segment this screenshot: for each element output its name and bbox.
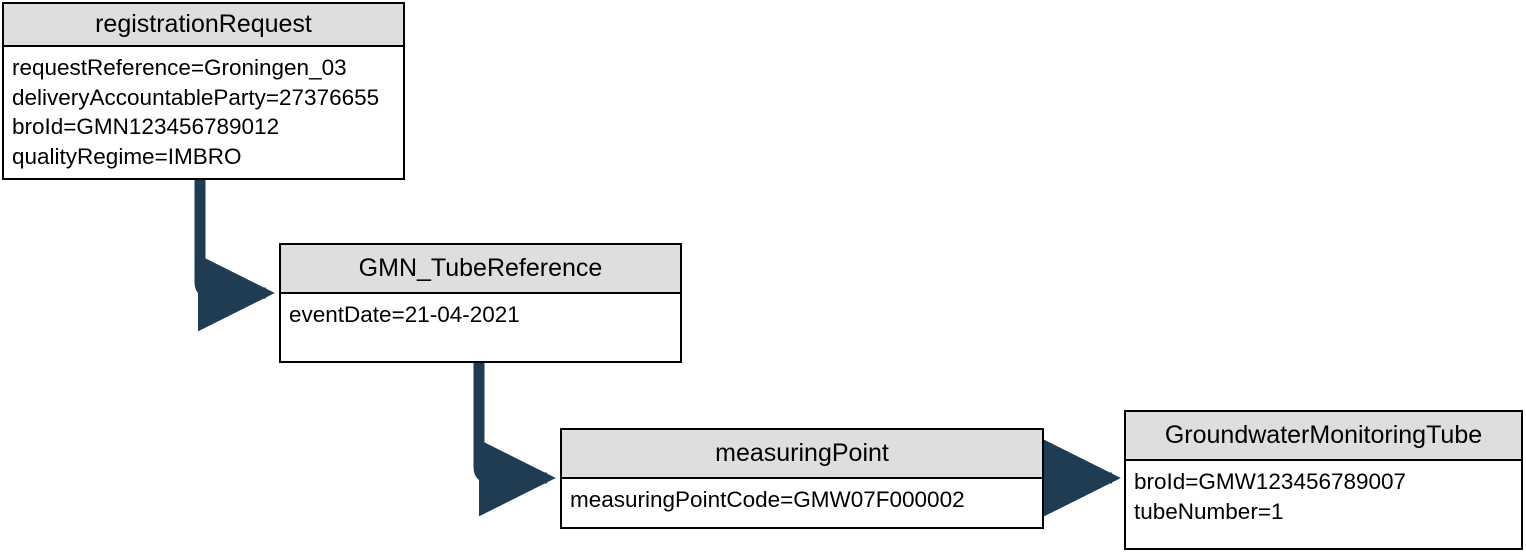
- attribute-row: deliveryAccountableParty=27376655: [12, 84, 380, 110]
- node-measuring-point[interactable]: measuringPoint measuringPointCode=GMW07F…: [560, 428, 1044, 529]
- node-groundwater-monitoring-tube-title: GroundwaterMonitoringTube: [1126, 412, 1521, 461]
- attribute-row: qualityRegime=IMBRO: [12, 144, 242, 170]
- connector-registrationrequest-to-gmn-tubereference: [194, 180, 275, 332]
- node-registration-request-attributes: requestReference=Groningen_03 deliveryAc…: [4, 47, 403, 178]
- node-registration-request-title: registrationRequest: [4, 4, 403, 47]
- node-groundwater-monitoring-tube-attributes: broId=GMW123456789007 tubeNumber=1: [1126, 461, 1521, 548]
- node-gmn-tube-reference-title: GMN_TubeReference: [281, 245, 680, 294]
- node-measuring-point-title: measuringPoint: [562, 430, 1042, 479]
- node-registration-request[interactable]: registrationRequest requestReference=Gro…: [2, 2, 405, 180]
- attribute-row: measuringPointCode=GMW07F000002: [570, 487, 965, 512]
- node-groundwater-monitoring-tube[interactable]: GroundwaterMonitoringTube broId=GMW12345…: [1124, 410, 1523, 550]
- node-gmn-tube-reference[interactable]: GMN_TubeReference eventDate=21-04-2021: [279, 243, 682, 363]
- attribute-row: tubeNumber=1: [1134, 498, 1284, 524]
- node-gmn-tube-reference-attributes: eventDate=21-04-2021: [281, 294, 680, 361]
- attribute-row: broId=GMN123456789012: [12, 114, 280, 140]
- attribute-row: requestReference=Groningen_03: [12, 55, 347, 80]
- node-measuring-point-attributes: measuringPointCode=GMW07F000002: [562, 479, 1042, 527]
- attribute-row: eventDate=21-04-2021: [289, 302, 520, 327]
- connector-gmn-tubereference-to-measuringpoint: [473, 363, 556, 517]
- attribute-row: broId=GMW123456789007: [1134, 469, 1407, 494]
